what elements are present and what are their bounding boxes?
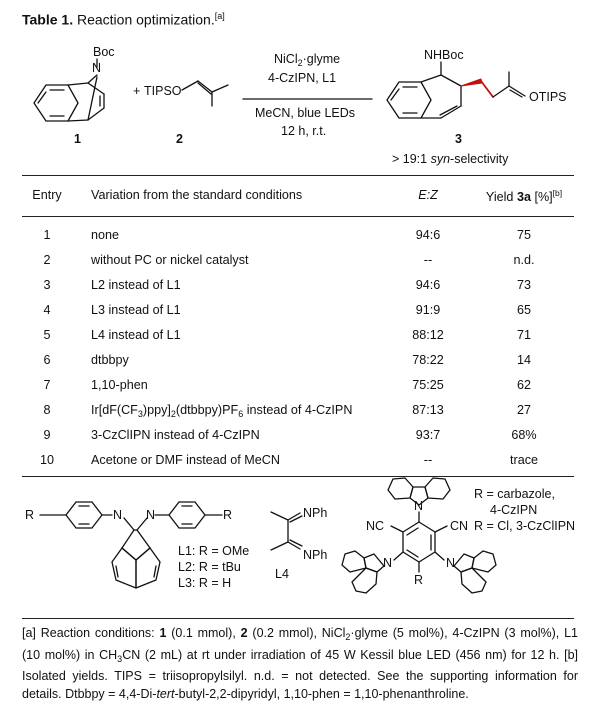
table-caption: Table 1. Reaction optimization.[a]	[22, 11, 225, 28]
condition-solvent: MeCN, blue LEDs	[255, 106, 355, 120]
row-ez: 93:7	[415, 428, 441, 442]
row-entry: 3	[43, 278, 51, 292]
row-variation: dtbbpy	[91, 353, 129, 367]
row-entry: 7	[43, 378, 51, 392]
row-variation: 1,10-phen	[91, 378, 148, 392]
row-variation: none	[91, 228, 120, 242]
benzene-ring-1	[33, 84, 79, 122]
ligand-nph-top: NPh	[303, 506, 327, 520]
row-yield: 73	[516, 278, 531, 292]
table-top-rule	[22, 175, 574, 176]
row-yield: 71	[516, 328, 531, 342]
header-variation: Variation from the standard conditions	[91, 188, 303, 202]
row-yield: 27	[516, 403, 531, 417]
caption-label: Table 1.	[22, 11, 74, 28]
carbazole-left	[363, 553, 385, 573]
selectivity-note: > 19:1 syn-selectivity	[392, 152, 509, 166]
czipn-n-top: N	[414, 499, 423, 513]
row-ez: --	[423, 453, 433, 467]
row-yield: 65	[516, 303, 531, 317]
row-variation: L2 instead of L1	[91, 278, 181, 292]
ligand-l4-label: L4	[275, 567, 289, 581]
ligand-n-left: N	[113, 508, 122, 522]
ligand-l3-label: L3: R = H	[178, 576, 231, 590]
czipn-n-right: N	[446, 556, 455, 570]
czipn-r-bottom: R	[414, 573, 423, 587]
row-yield: trace	[510, 453, 538, 467]
tipso-label: TIPSO	[144, 84, 182, 98]
naphthalene-right	[135, 547, 161, 589]
table-bottom-rule	[22, 476, 574, 477]
czipn-legend-3: R = Cl, 3-CzClIPN	[474, 519, 575, 533]
row-entry: 2	[43, 253, 51, 267]
row-entry: 4	[43, 303, 51, 317]
row-ez: 94:6	[415, 278, 441, 292]
ligand-r-left: R	[25, 508, 34, 522]
compound-2-label: 2	[176, 132, 183, 146]
plus-sign: +	[133, 84, 140, 98]
czipn-n-left: N	[383, 556, 392, 570]
compound-3-label: 3	[455, 132, 462, 146]
header-yield: Yield 3a [%][b]	[485, 188, 563, 205]
row-entry: 6	[43, 353, 51, 367]
row-ez: 87:13	[412, 403, 444, 417]
row-ez: 91:9	[415, 303, 441, 317]
ligand-l1-label: L1: R = OMe	[178, 544, 249, 558]
row-ez: 88:12	[412, 328, 444, 342]
row-ez: --	[423, 253, 433, 267]
row-variation: Acetone or DMF instead of MeCN	[91, 453, 280, 467]
benzene-ring-3	[386, 81, 432, 119]
row-yield: n.d.	[513, 253, 535, 267]
row-ez: 75:25	[412, 378, 444, 392]
row-ez: 94:6	[415, 228, 441, 242]
condition-time: 12 h, r.t.	[281, 124, 326, 138]
caption-note: [a]	[214, 11, 225, 21]
header-ez: E:Z	[418, 188, 438, 202]
czipn-core-ring	[402, 521, 436, 563]
scheme-bottom-rule	[22, 618, 574, 619]
condition-catalyst: NiCl2·glyme	[274, 52, 340, 68]
row-ez: 78:22	[412, 353, 444, 367]
naphthalene-left	[111, 547, 137, 589]
row-yield: 75	[516, 228, 531, 242]
czipn-nc-label: NC	[366, 519, 384, 533]
row-yield: 14	[516, 353, 531, 367]
row-variation: Ir[dF(CF3)ppy]2(dtbbpy)PF6 instead of 4-…	[91, 403, 353, 419]
row-entry: 5	[43, 328, 51, 342]
czipn-legend-1: R = carbazole,	[474, 487, 555, 501]
row-variation: L4 instead of L1	[91, 328, 181, 342]
condition-photocatalyst: 4-CzIPN, L1	[268, 71, 336, 85]
row-yield: 68%	[511, 428, 537, 442]
row-yield: 62	[516, 378, 531, 392]
ligand-nph-bottom: NPh	[303, 548, 327, 562]
row-entry: 9	[43, 428, 51, 442]
carbazole-right	[453, 553, 475, 573]
otips-label: OTIPS	[529, 90, 567, 104]
czipn-cn-label: CN	[450, 519, 468, 533]
table-footnote: [a] Reaction conditions: 1 (0.1 mmol), 2…	[22, 626, 578, 701]
row-entry: 1	[43, 228, 51, 242]
ligand-l2-label: L2: R = tBu	[178, 560, 241, 574]
row-variation: 3-CzClIPN instead of 4-CzIPN	[91, 428, 260, 442]
row-entry: 8	[43, 403, 51, 417]
reaction-scheme: Boc N 1 + TIPSO 2 NiCl2·glyme 4-CzIPN, L…	[25, 45, 575, 594]
header-entry: Entry	[32, 188, 62, 202]
ligand-r-right: R	[223, 508, 232, 522]
row-entry: 10	[39, 453, 54, 467]
table-header-rule	[22, 216, 574, 217]
boc-group-label: Boc	[93, 45, 115, 59]
compound-1-label: 1	[74, 132, 81, 146]
czipn-legend-2: 4-CzIPN	[490, 503, 537, 517]
aza-nitrogen-label: N	[92, 61, 101, 75]
nhboc-label: NHBoc	[424, 48, 464, 62]
row-variation: L3 instead of L1	[91, 303, 181, 317]
ligand-n-right: N	[146, 508, 155, 522]
row-variation: without PC or nickel catalyst	[91, 253, 249, 267]
caption-text: Reaction optimization.	[73, 11, 215, 28]
